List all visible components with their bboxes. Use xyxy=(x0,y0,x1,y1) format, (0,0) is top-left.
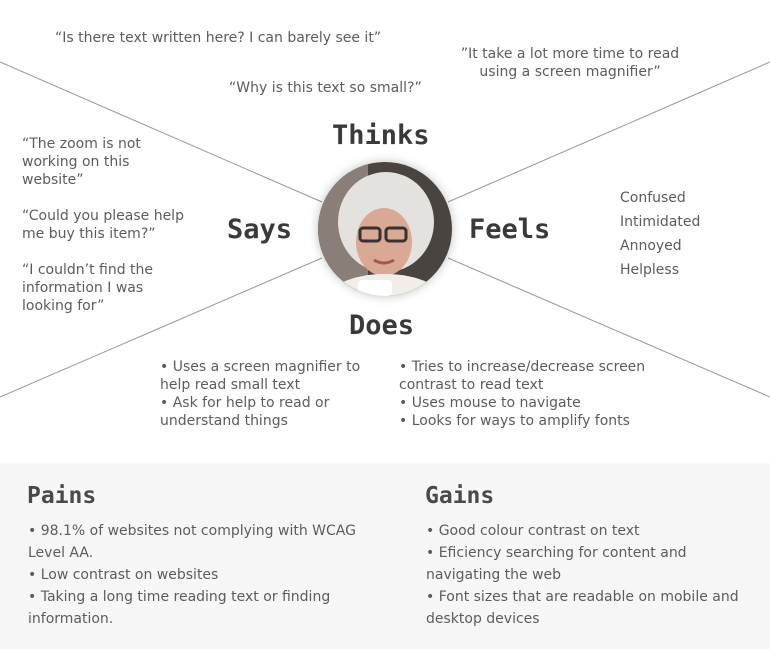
thinks-heading: Thinks xyxy=(332,120,430,151)
pains-gains-panel: Pains • 98.1% of websites not complying … xyxy=(0,463,770,649)
thinks-quote: ”It take a lot more time to read using a… xyxy=(460,46,680,80)
gains-list: • Good colour contrast on text • Eficien… xyxy=(426,520,756,630)
feeling: Helpless xyxy=(620,262,680,278)
does-item: • Uses a screen magnifier to help read s… xyxy=(160,359,361,393)
says-heading: Says xyxy=(227,214,293,245)
feels-heading: Feels xyxy=(469,214,551,245)
does-heading: Does xyxy=(349,310,415,341)
pain-item: • 98.1% of websites not complying with W… xyxy=(28,523,356,561)
says-quote: “Could you please help me buy this item?… xyxy=(22,208,184,242)
does-item: • Tries to increase/decrease screen cont… xyxy=(399,359,646,393)
pains-heading: Pains xyxy=(27,483,97,509)
does-right-list: • Tries to increase/decrease screen cont… xyxy=(399,358,649,430)
feeling: Intimidated xyxy=(620,214,701,230)
says-quote: “I couldn’t find the information I was l… xyxy=(22,262,154,314)
persona-avatar xyxy=(318,162,452,296)
gain-item: • Font sizes that are readable on mobile… xyxy=(426,589,739,627)
does-item: • Ask for help to read or understand thi… xyxy=(160,395,330,429)
feeling: Annoyed xyxy=(620,238,682,254)
says-quote: “The zoom is not working on this website… xyxy=(22,136,141,188)
gains-heading: Gains xyxy=(425,483,495,509)
feeling: Confused xyxy=(620,190,686,206)
feels-list: Confused Intimidated Annoyed Helpless xyxy=(620,186,700,282)
quadrant-dividers xyxy=(0,61,770,398)
thinks-quote: “Is there text written here? I can barel… xyxy=(55,30,382,46)
thinks-quote: “Why is this text so small?” xyxy=(229,80,422,96)
does-left-list: • Uses a screen magnifier to help read s… xyxy=(160,358,370,430)
pains-list: • 98.1% of websites not complying with W… xyxy=(28,520,358,630)
pain-item: • Low contrast on websites xyxy=(28,567,219,583)
does-item: • Uses mouse to navigate xyxy=(399,395,581,411)
does-item: • Looks for ways to amplify fonts xyxy=(399,413,630,429)
pain-item: • Taking a long time reading text or fin… xyxy=(28,589,331,627)
gain-item: • Eficiency searching for content and na… xyxy=(426,545,687,583)
gain-item: • Good colour contrast on text xyxy=(426,523,640,539)
